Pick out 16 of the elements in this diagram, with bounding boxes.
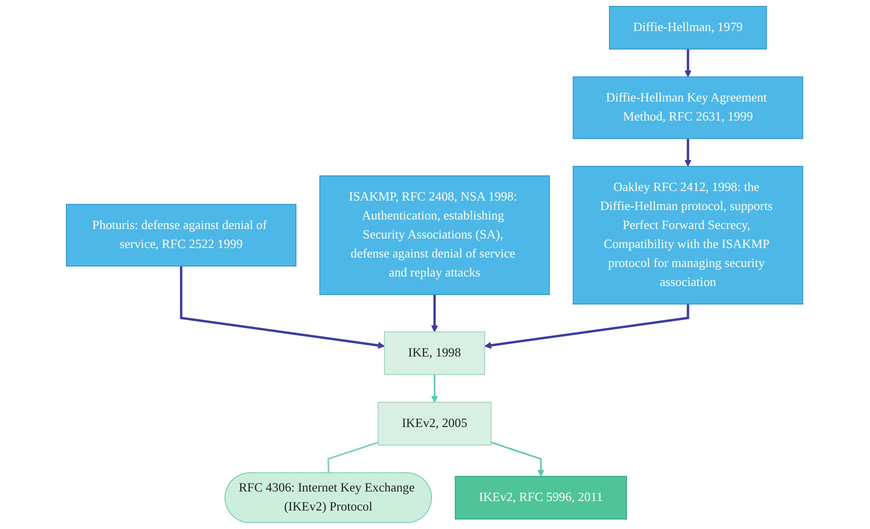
- arrow: [684, 49, 692, 78]
- node-box: ISAKMP, RFC 2408, NSA 1998: Authentication, establishing Security Associations (SA), defense against denial of service and replay attacks: [320, 175, 550, 295]
- node-box: Photuris: defense against denial of service, RFC 2522 1999: [66, 204, 297, 266]
- arrow: [484, 304, 690, 349]
- arrow: [491, 442, 545, 477]
- node-box: Diffie-Hellman Key Agreement Method, RFC 2631, 1999: [573, 76, 804, 139]
- arrow: [432, 374, 438, 403]
- node-box: IKE, 1998: [384, 331, 486, 375]
- arrow: [180, 266, 386, 349]
- node-box: Diffie-Hellman, 1979: [609, 6, 768, 50]
- connector: [328, 442, 379, 474]
- arrow: [432, 294, 438, 332]
- node-box: Oakley RFC 2412, 1998: the Diffie-Hellman protocol, supports Perfect Forward Secrecy, Compatibility with the ISAKMP protocol for managing security association: [573, 166, 804, 304]
- arrow: [684, 138, 692, 167]
- node-box: IKEv2, RFC 5996, 2011: [455, 476, 628, 520]
- node-box: IKEv2, 2005: [378, 402, 492, 446]
